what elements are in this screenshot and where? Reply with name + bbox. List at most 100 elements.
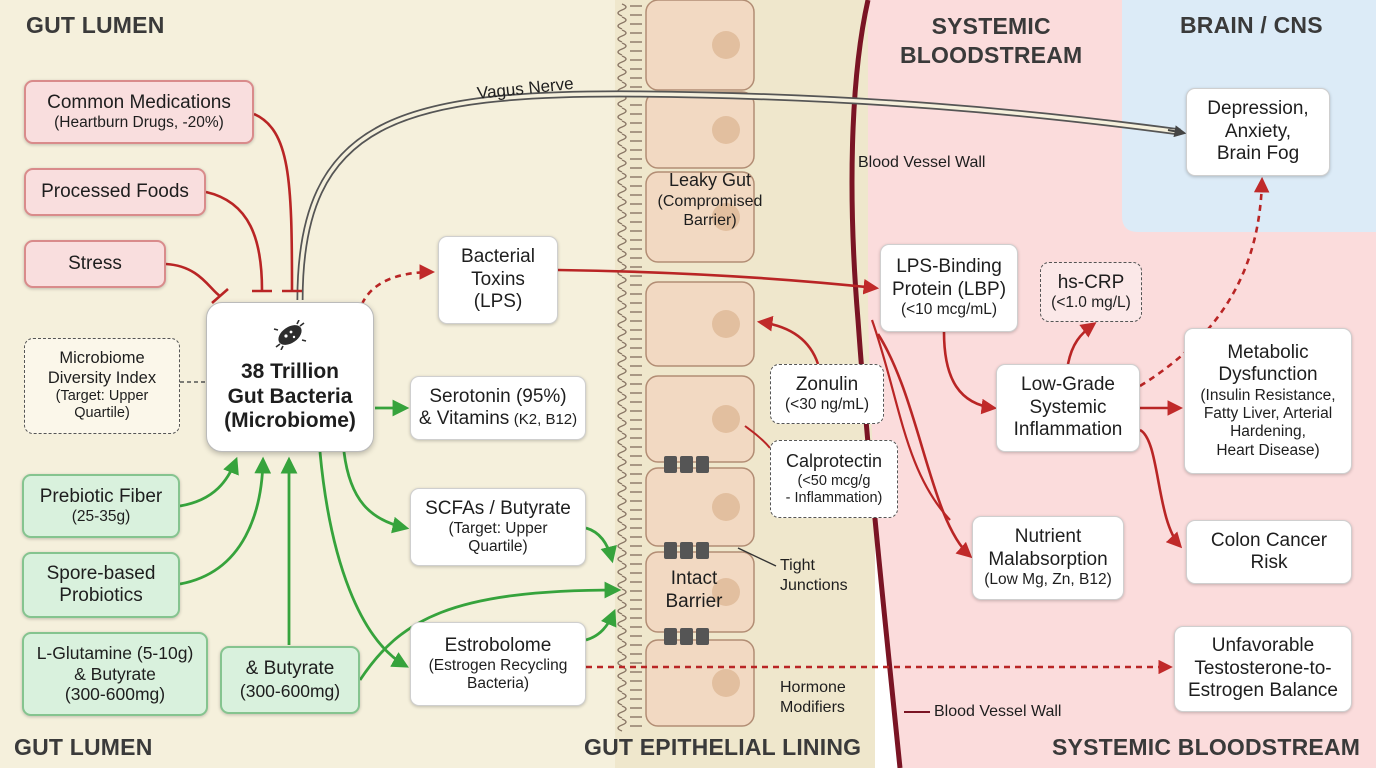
estrobolome-line2: (Estrogen Recycling (428, 656, 568, 674)
calprotectin-box: Calprotectin (<50 mcg/g - Inflammation) (770, 440, 898, 518)
tight-junction (664, 628, 677, 645)
metabolic-line1: Metabolic (1227, 342, 1309, 364)
inflammation-colon-arrow (1139, 428, 1183, 549)
inflammation-depression-arrow (1139, 176, 1270, 388)
medications-box: Common Medications (Heartburn Drugs, -20… (24, 80, 254, 144)
scfa-arrow (342, 451, 410, 534)
serotonin-line2: & Vitamins (418, 408, 510, 429)
metabolic-line3: (Insulin Resistance, (1200, 386, 1336, 404)
zonulin-box: Zonulin (<30 ng/mL) (770, 364, 884, 424)
metabolic-line2: Dysfunction (1218, 364, 1318, 386)
systemic-label-top-line1: SYSTEMIC (931, 13, 1051, 39)
hormone-balance-line2: Testosterone-to- (1194, 657, 1332, 679)
hormone-line1: Hormone (780, 679, 846, 696)
hscrp-line2: (<1.0 mg/L) (1051, 294, 1131, 312)
cell-nucleus (712, 116, 740, 144)
lbp-line1: LPS-Binding (896, 256, 1002, 278)
hscrp-box: hs-CRP (<1.0 mg/L) (1040, 262, 1142, 322)
stress-box: Stress (24, 240, 166, 288)
epithelial-cell (645, 281, 755, 367)
metabolic-box: Metabolic Dysfunction (Insulin Resistanc… (1184, 328, 1352, 474)
intact-barrier-label: Intact Barrier (656, 568, 732, 614)
butyrate-line2: (300-600mg) (239, 680, 341, 701)
leaky-line2: (Compromised (657, 192, 763, 210)
toxins-arrow (360, 264, 436, 305)
medications-title: Common Medications (47, 91, 231, 113)
villi-squiggle (617, 3, 627, 732)
prebiotic-arrow (179, 456, 239, 508)
gut-lumen-label-top: GUT LUMEN (26, 12, 165, 38)
tight-junction (664, 542, 677, 559)
estrobolome-line1: Estrobolome (444, 634, 552, 656)
calprotectin-line2: (<50 mcg/g (797, 472, 871, 489)
cell-nucleus (712, 310, 740, 338)
serotonin-line1: Serotonin (95%) (429, 385, 567, 407)
scfa-barrier-arrow (585, 526, 617, 564)
tight-line2: Junctions (780, 577, 848, 594)
calprotectin-link (744, 425, 771, 449)
systemic-label-top: SYSTEMIC BLOODSTREAM (900, 12, 1082, 69)
inflammation-line3: Inflammation (1013, 419, 1123, 441)
scfa-box: SCFAs / Butyrate (Target: Upper Quartile… (410, 488, 586, 566)
epithelial-lining-label: GUT EPITHELIAL LINING (584, 734, 862, 760)
processed-foods-label: Processed Foods (41, 180, 189, 202)
scfa-line2: (Target: Upper (448, 519, 548, 537)
spore-probiotics-box: Spore-based Probiotics (22, 552, 180, 618)
butyrate-barrier-arrow (358, 581, 622, 681)
vessel-wall-label-top: Blood Vessel Wall (858, 154, 986, 171)
glutamine-line3: (300-600mg) (64, 684, 166, 705)
cell-nucleus (712, 203, 740, 231)
tight-junction (680, 628, 693, 645)
cell-nucleus (712, 493, 740, 521)
spore-line2: Probiotics (59, 585, 143, 606)
diversity-line1: Microbiome (59, 349, 145, 368)
inflammation-line2: Systemic (1029, 396, 1107, 418)
hormone-balance-line3: Estrogen Balance (1188, 680, 1338, 702)
nutrient-line3: (Low Mg, Zn, B12) (984, 571, 1112, 589)
serotonin-box: Serotonin (95%) & Vitamins (K2, B12) (410, 376, 586, 440)
epithelial-cell (645, 0, 755, 91)
toxins-line1: Bacterial (461, 246, 535, 268)
scfa-line1: SCFAs / Butyrate (425, 497, 571, 519)
lbp-inflammation-arrow (942, 331, 998, 415)
serotonin-line2-wrap: & Vitamins (K2, B12) (419, 408, 577, 430)
leaky-line1: Leaky Gut (668, 170, 752, 190)
calprotectin-line1: Calprotectin (785, 451, 883, 472)
inflammation-box: Low-Grade Systemic Inflammation (996, 364, 1140, 452)
microbiome-line1: 38 Trillion (240, 359, 340, 383)
tight-line1: Tight (780, 557, 815, 574)
systemic-label-top-line2: BLOODSTREAM (900, 41, 1083, 68)
cell-nucleus (712, 31, 740, 59)
estrobolome-arrow (318, 451, 409, 668)
zonulin-line1: Zonulin (795, 373, 859, 395)
estrobolome-line3: Bacteria) (466, 675, 530, 693)
cell-nucleus (712, 578, 740, 606)
estrobolome-barrier-arrow (585, 608, 617, 642)
leaky-line3: Barrier) (683, 211, 737, 229)
colon-line2: Risk (1250, 552, 1288, 573)
diversity-index-box: Microbiome Diversity Index (Target: Uppe… (24, 338, 180, 434)
stress-inhibit-line (165, 262, 221, 298)
hormone-line2: Modifiers (780, 699, 845, 716)
glutamine-line2: & Butyrate (74, 663, 156, 684)
nutrient-line1: Nutrient (1014, 526, 1082, 548)
butyrate-box: & Butyrate (300-600mg) (220, 646, 360, 714)
microbiome-line2: Gut Bacteria (227, 384, 353, 408)
lbp-nutrient-arrow (876, 333, 973, 559)
brain-cns-label: BRAIN / CNS (1180, 12, 1323, 38)
zonulin-line2: (<30 ng/mL) (784, 396, 869, 414)
epithelial-cells (645, 0, 755, 727)
nutrient-line2: Malabsorption (988, 548, 1108, 570)
intact-line2: Barrier (665, 590, 723, 612)
systemic-label-bottom: SYSTEMIC BLOODSTREAM (1052, 734, 1361, 760)
hormone-balance-box: Unfavorable Testosterone-to- Estrogen Ba… (1174, 626, 1352, 712)
depression-line3: Brain Fog (1216, 143, 1300, 165)
calprotectin-line3: - Inflammation) (785, 489, 883, 506)
intact-line1: Intact (670, 568, 718, 589)
microbiome-line3: (Microbiome) (224, 409, 356, 433)
medications-detail: (Heartburn Drugs, -20%) (54, 114, 224, 132)
glutamine-line1: L-Glutamine (5-10g) (36, 643, 194, 664)
spore-line1: Spore-based (46, 562, 156, 584)
tight-junction-pointer (737, 547, 777, 567)
zonulin-arrow (756, 315, 820, 365)
